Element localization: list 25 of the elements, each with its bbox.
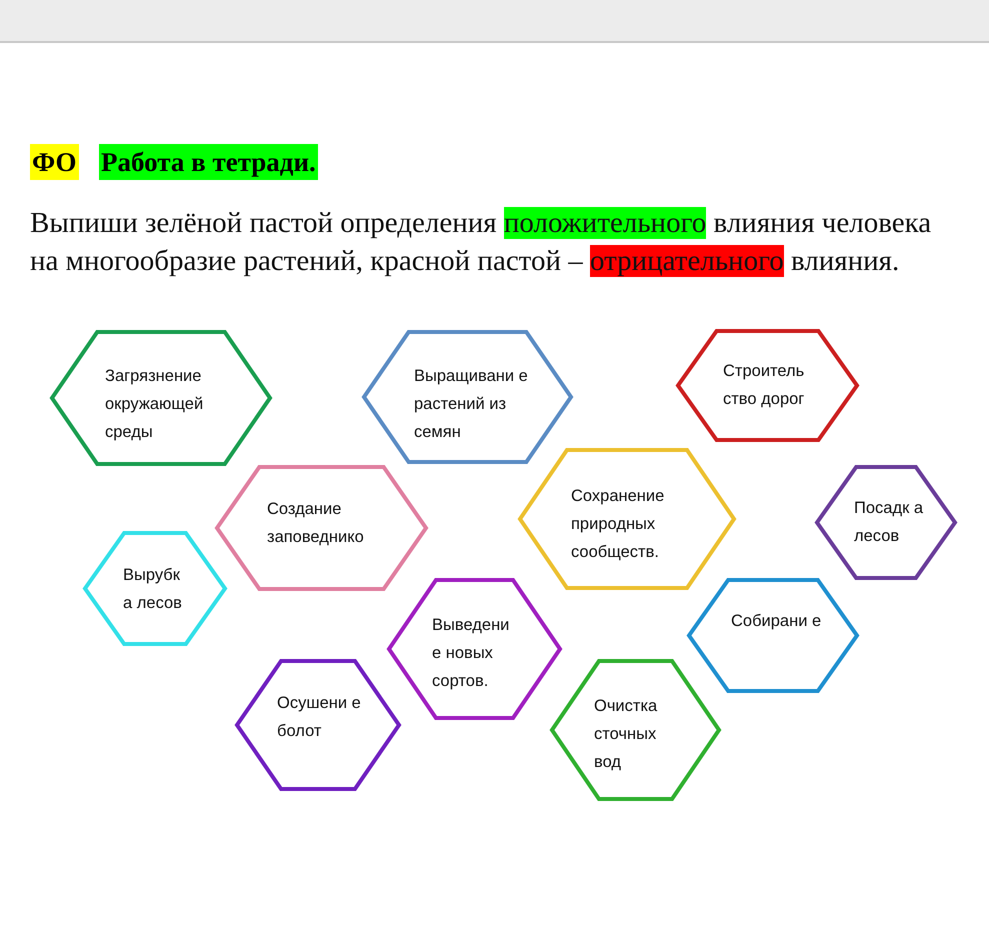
hexagon-text: Выращивани е растений из семян: [414, 366, 529, 443]
hexagon-text: Очистка сточных вод: [594, 696, 658, 773]
hexagon-text: Выведени е новых сортов.: [432, 615, 510, 692]
hexagon-text: Создание заповеднико: [267, 499, 365, 548]
hexagon-card: [215, 465, 428, 591]
instruction-text: Выпиши зелёной пастой определения положительного влияния человека на многообразие растений, красной пастой – отрицательного влияния.: [30, 206, 932, 279]
hexagon-text: Вырубк а лесов: [123, 565, 183, 614]
hexagon-text: Собирани е: [731, 611, 822, 632]
hexagon-card: [83, 531, 227, 646]
hexagon-card: [387, 578, 562, 720]
hexagon-text: Осушени е болот: [277, 693, 362, 742]
heading: Работа в тетради.: [99, 144, 318, 180]
hexagon-text: Сохранение природных сообществ.: [571, 486, 666, 563]
hexagon-card: [518, 448, 736, 590]
hexagon-text: Загрязнение окружающей среды: [105, 366, 204, 443]
hexagon-text: Посадк а лесов: [854, 498, 924, 547]
hexagon-card: [50, 330, 272, 466]
hexagon-text: Строитель ство дорог: [723, 361, 806, 410]
badge-label: ФО: [30, 144, 79, 180]
hexagon-card: [676, 329, 859, 442]
hexagon-card: [687, 578, 859, 693]
hexagon-card: [362, 330, 573, 464]
hexagon-card: [815, 465, 957, 580]
hexagon-card: [235, 659, 401, 791]
hexagon-card: [550, 659, 721, 801]
